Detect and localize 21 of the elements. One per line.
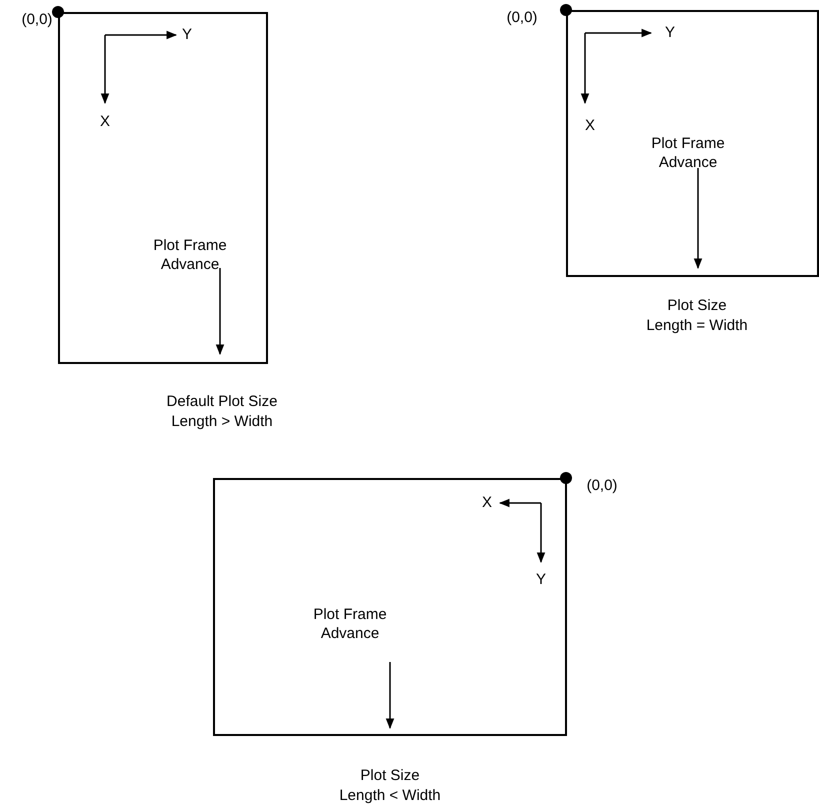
frame-caption: Plot Size — [667, 296, 727, 315]
axis-label: Y — [182, 26, 192, 44]
frame-label: Plot Frame Advance — [650, 134, 726, 172]
frame-label: Plot Frame Advance — [312, 605, 388, 643]
frame-caption: Length = Width — [646, 316, 748, 335]
frame-caption: Default Plot Size — [166, 392, 278, 411]
origin-label: (0,0) — [586, 477, 618, 495]
frame-caption: Length < Width — [339, 786, 441, 805]
axis-label: X — [482, 494, 492, 512]
frame-label: Plot Frame Advance — [152, 236, 228, 274]
axis-label: X — [100, 113, 110, 131]
plot-frame — [566, 10, 819, 277]
axis-label: X — [585, 117, 595, 135]
origin-label: (0,0) — [506, 9, 538, 27]
plot-frame — [213, 478, 567, 736]
frame-caption: Plot Size — [360, 766, 420, 785]
axis-label: Y — [665, 24, 675, 42]
frame-caption: Length > Width — [171, 412, 273, 431]
plot-frame — [58, 12, 268, 364]
axis-label: Y — [536, 571, 546, 589]
origin-label: (0,0) — [22, 11, 52, 29]
